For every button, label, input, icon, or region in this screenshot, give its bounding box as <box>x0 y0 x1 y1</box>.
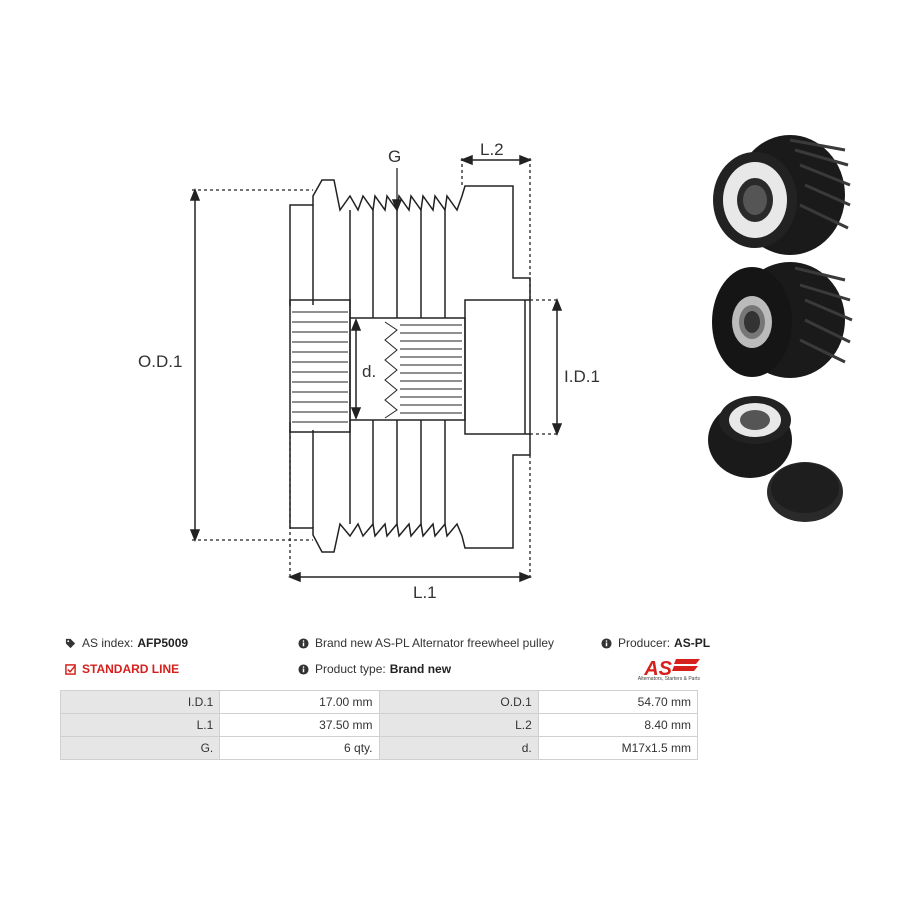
pulley-outline-bottom <box>289 422 531 553</box>
table-row: G. 6 qty. d. M17x1.5 mm <box>59 736 699 760</box>
logo-tagline: Alternators, Starters & Parts <box>637 676 700 682</box>
as-index: AS index: AFP5009 <box>65 636 188 650</box>
spec-label: O.D.1 <box>378 690 539 714</box>
label-id1: I.D.1 <box>564 367 600 386</box>
producer: Producer: AS-PL <box>601 636 710 650</box>
label-d: d. <box>362 362 376 381</box>
standard-line: STANDARD LINE <box>65 662 179 676</box>
pulley-outline-top <box>289 179 531 306</box>
spline-hatch <box>292 311 348 423</box>
product-photo-back <box>712 262 853 378</box>
description-text: Brand new AS-PL Alternator freewheel pul… <box>315 636 555 650</box>
as-index-label: AS index: <box>82 636 134 650</box>
label-l1: L.1 <box>413 583 437 602</box>
thread-hatch <box>384 321 462 419</box>
spec-value: 17.00 mm <box>219 690 380 714</box>
spec-value: M17x1.5 mm <box>537 736 699 760</box>
spec-label: d. <box>378 736 539 760</box>
product-photo-front <box>713 135 851 255</box>
pulley-technical-drawing: G L.2 O.D.1 I.D.1 d. L.1 <box>138 135 853 602</box>
producer-value: AS-PL <box>674 636 711 650</box>
spec-value: 6 qty. <box>219 736 380 760</box>
product-type: Product type: Brand new <box>298 662 451 676</box>
spec-label: L.2 <box>378 713 539 737</box>
product-type-value: Brand new <box>389 662 452 676</box>
as-pl-logo: AS <box>643 658 700 680</box>
label-od1: O.D.1 <box>138 352 182 371</box>
spec-value: 37.50 mm <box>219 713 380 737</box>
info-icon <box>298 637 309 649</box>
checkbox-icon <box>65 663 76 675</box>
as-index-value: AFP5009 <box>137 636 189 650</box>
producer-label: Producer: <box>618 636 671 650</box>
table-row: L.1 37.50 mm L.2 8.40 mm <box>59 713 699 737</box>
spec-label: L.1 <box>59 713 221 737</box>
label-l2: L.2 <box>480 140 504 159</box>
product-type-label: Product type: <box>315 662 386 676</box>
tag-icon <box>65 638 76 648</box>
product-info: AS index: AFP5009 STANDARD LINE Brand ne… <box>60 632 710 682</box>
description: Brand new AS-PL Alternator freewheel pul… <box>298 636 554 650</box>
spec-value: 54.70 mm <box>537 690 699 714</box>
right-collar <box>464 299 531 435</box>
logo-mark: AS <box>643 658 672 680</box>
label-g: G <box>388 147 401 166</box>
spec-value: 8.40 mm <box>537 713 699 737</box>
product-photo-open <box>708 396 843 522</box>
info-icon <box>298 663 309 675</box>
spec-label: I.D.1 <box>59 690 221 714</box>
info-icon <box>601 637 612 649</box>
spec-label: G. <box>59 736 221 760</box>
table-row: I.D.1 17.00 mm O.D.1 54.70 mm <box>59 690 699 714</box>
specs-table: I.D.1 17.00 mm O.D.1 54.70 mm L.1 37.50 … <box>59 690 699 760</box>
standard-line-label: STANDARD LINE <box>82 662 180 676</box>
